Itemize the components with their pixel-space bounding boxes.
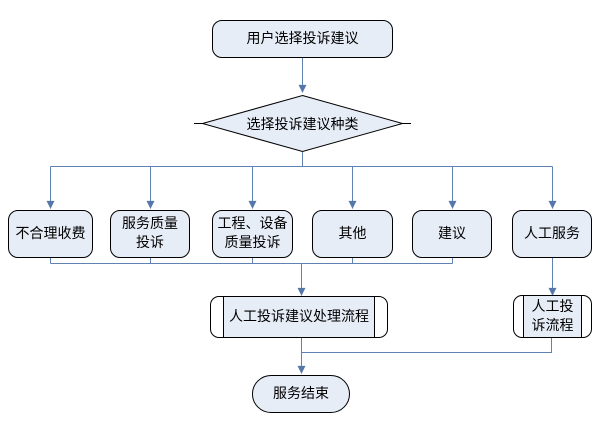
node-manual-process: 人工投诉建议处理流程: [210, 296, 388, 338]
node-branch-manual-service: 人工服务: [512, 210, 592, 258]
decision-diamond-shape: [200, 94, 405, 153]
node-branch-engineering-equipment: 工程、设备 质量投诉: [212, 210, 293, 258]
node-branch-unreasonable-fees: 不合理收费: [8, 210, 93, 258]
node-branch-service-quality: 服务质量 投诉: [110, 210, 190, 258]
node-branch-suggestion: 建议: [412, 210, 492, 258]
node-manual-complaint-label: 人工投 诉流程: [523, 296, 582, 337]
node-start: 用户选择投诉建议: [212, 20, 393, 58]
node-end: 服务结束: [252, 375, 350, 413]
node-manual-complaint: 人工投 诉流程: [513, 295, 592, 338]
node-decision-label: 选择投诉建议种类: [246, 116, 359, 133]
node-manual-process-label: 人工投诉建议处理流程: [223, 297, 375, 337]
edge-manual-complaint-to-end: [301, 338, 552, 353]
node-branch-other: 其他: [312, 210, 393, 258]
